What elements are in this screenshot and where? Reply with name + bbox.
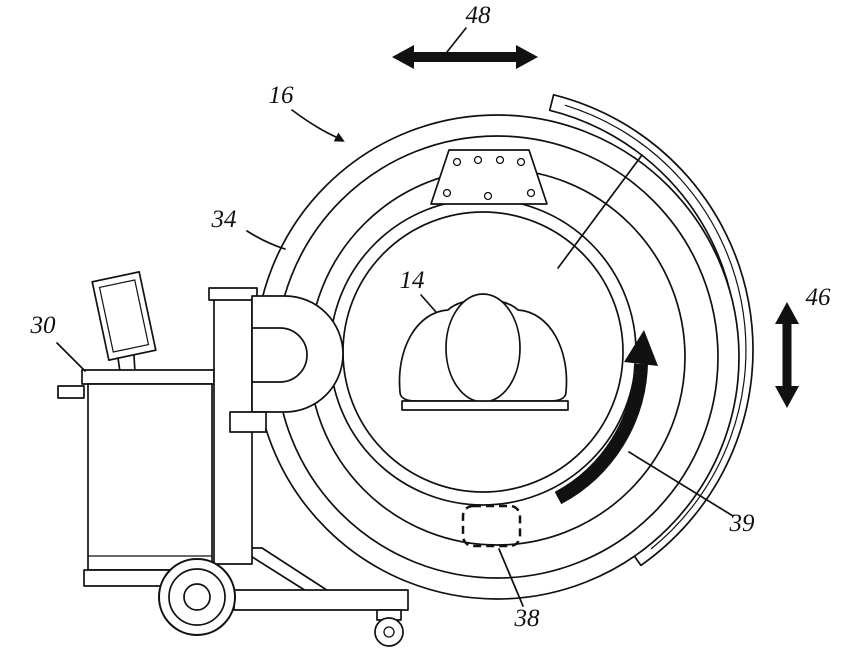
rotation-arrow-shaft	[554, 363, 648, 505]
mobile-cart	[57, 271, 409, 647]
ref-label-detail-region: 38	[514, 605, 541, 632]
leader-line-14	[420, 294, 437, 313]
leader-line-34	[246, 230, 286, 250]
wheel-rim	[168, 568, 226, 626]
crescent-inner-line	[564, 104, 747, 550]
cart-monitor	[91, 271, 157, 361]
leader-line-30	[56, 342, 86, 372]
ref-label-vertical-motion: 46	[806, 284, 832, 311]
leader-arrowhead-16	[333, 132, 345, 142]
leader-line-38	[498, 548, 524, 607]
bolt-hole	[516, 157, 526, 167]
ref-label-rotation: 39	[729, 510, 756, 537]
monitor-screen	[98, 279, 150, 353]
vertical-translation-arrow-icon	[775, 302, 799, 408]
bolt-hole	[483, 191, 493, 201]
bolt-hole	[495, 155, 505, 165]
leader-curve-16	[291, 109, 337, 138]
rotation-arrow-head	[624, 330, 658, 366]
cart-base-bar	[233, 589, 409, 611]
horizontal-translation-arrow-icon	[392, 45, 538, 69]
bolt-hole	[473, 155, 483, 165]
bolt-hole	[442, 188, 452, 198]
dashed-detail-box	[461, 504, 522, 548]
outer-crescent-arc	[548, 93, 754, 567]
bracket-block	[229, 411, 267, 433]
callout-arrow-16	[291, 109, 345, 142]
cart-handle	[57, 385, 85, 399]
ref-label-horizontal-motion: 48	[466, 2, 492, 29]
bolt-hole	[526, 188, 536, 198]
leader-line-39	[628, 451, 734, 517]
patient-table	[401, 400, 569, 411]
crescent-band	[548, 93, 754, 567]
leader-line-48	[446, 27, 467, 53]
patient-head	[445, 293, 521, 403]
patient-cross-section	[398, 293, 569, 411]
cart-top-lid	[81, 369, 215, 385]
top-mount-bracket	[430, 149, 548, 205]
cart-main-wheel	[158, 558, 236, 636]
ref-label-cart: 30	[30, 312, 57, 339]
bolt-hole	[452, 157, 462, 167]
rotation-arrow-icon	[554, 330, 658, 505]
wheel-hub	[183, 583, 211, 611]
cart-body	[87, 383, 213, 571]
ref-label-gantry-ring: 34	[211, 206, 237, 233]
column-cap	[208, 287, 258, 301]
crescent-support-line	[557, 154, 643, 269]
ref-label-assembly: 16	[269, 82, 295, 109]
monitor-bezel	[91, 271, 157, 361]
caster-hub	[383, 626, 395, 638]
gantry-bracket-inner	[251, 327, 308, 383]
ref-label-patient: 14	[400, 267, 425, 294]
